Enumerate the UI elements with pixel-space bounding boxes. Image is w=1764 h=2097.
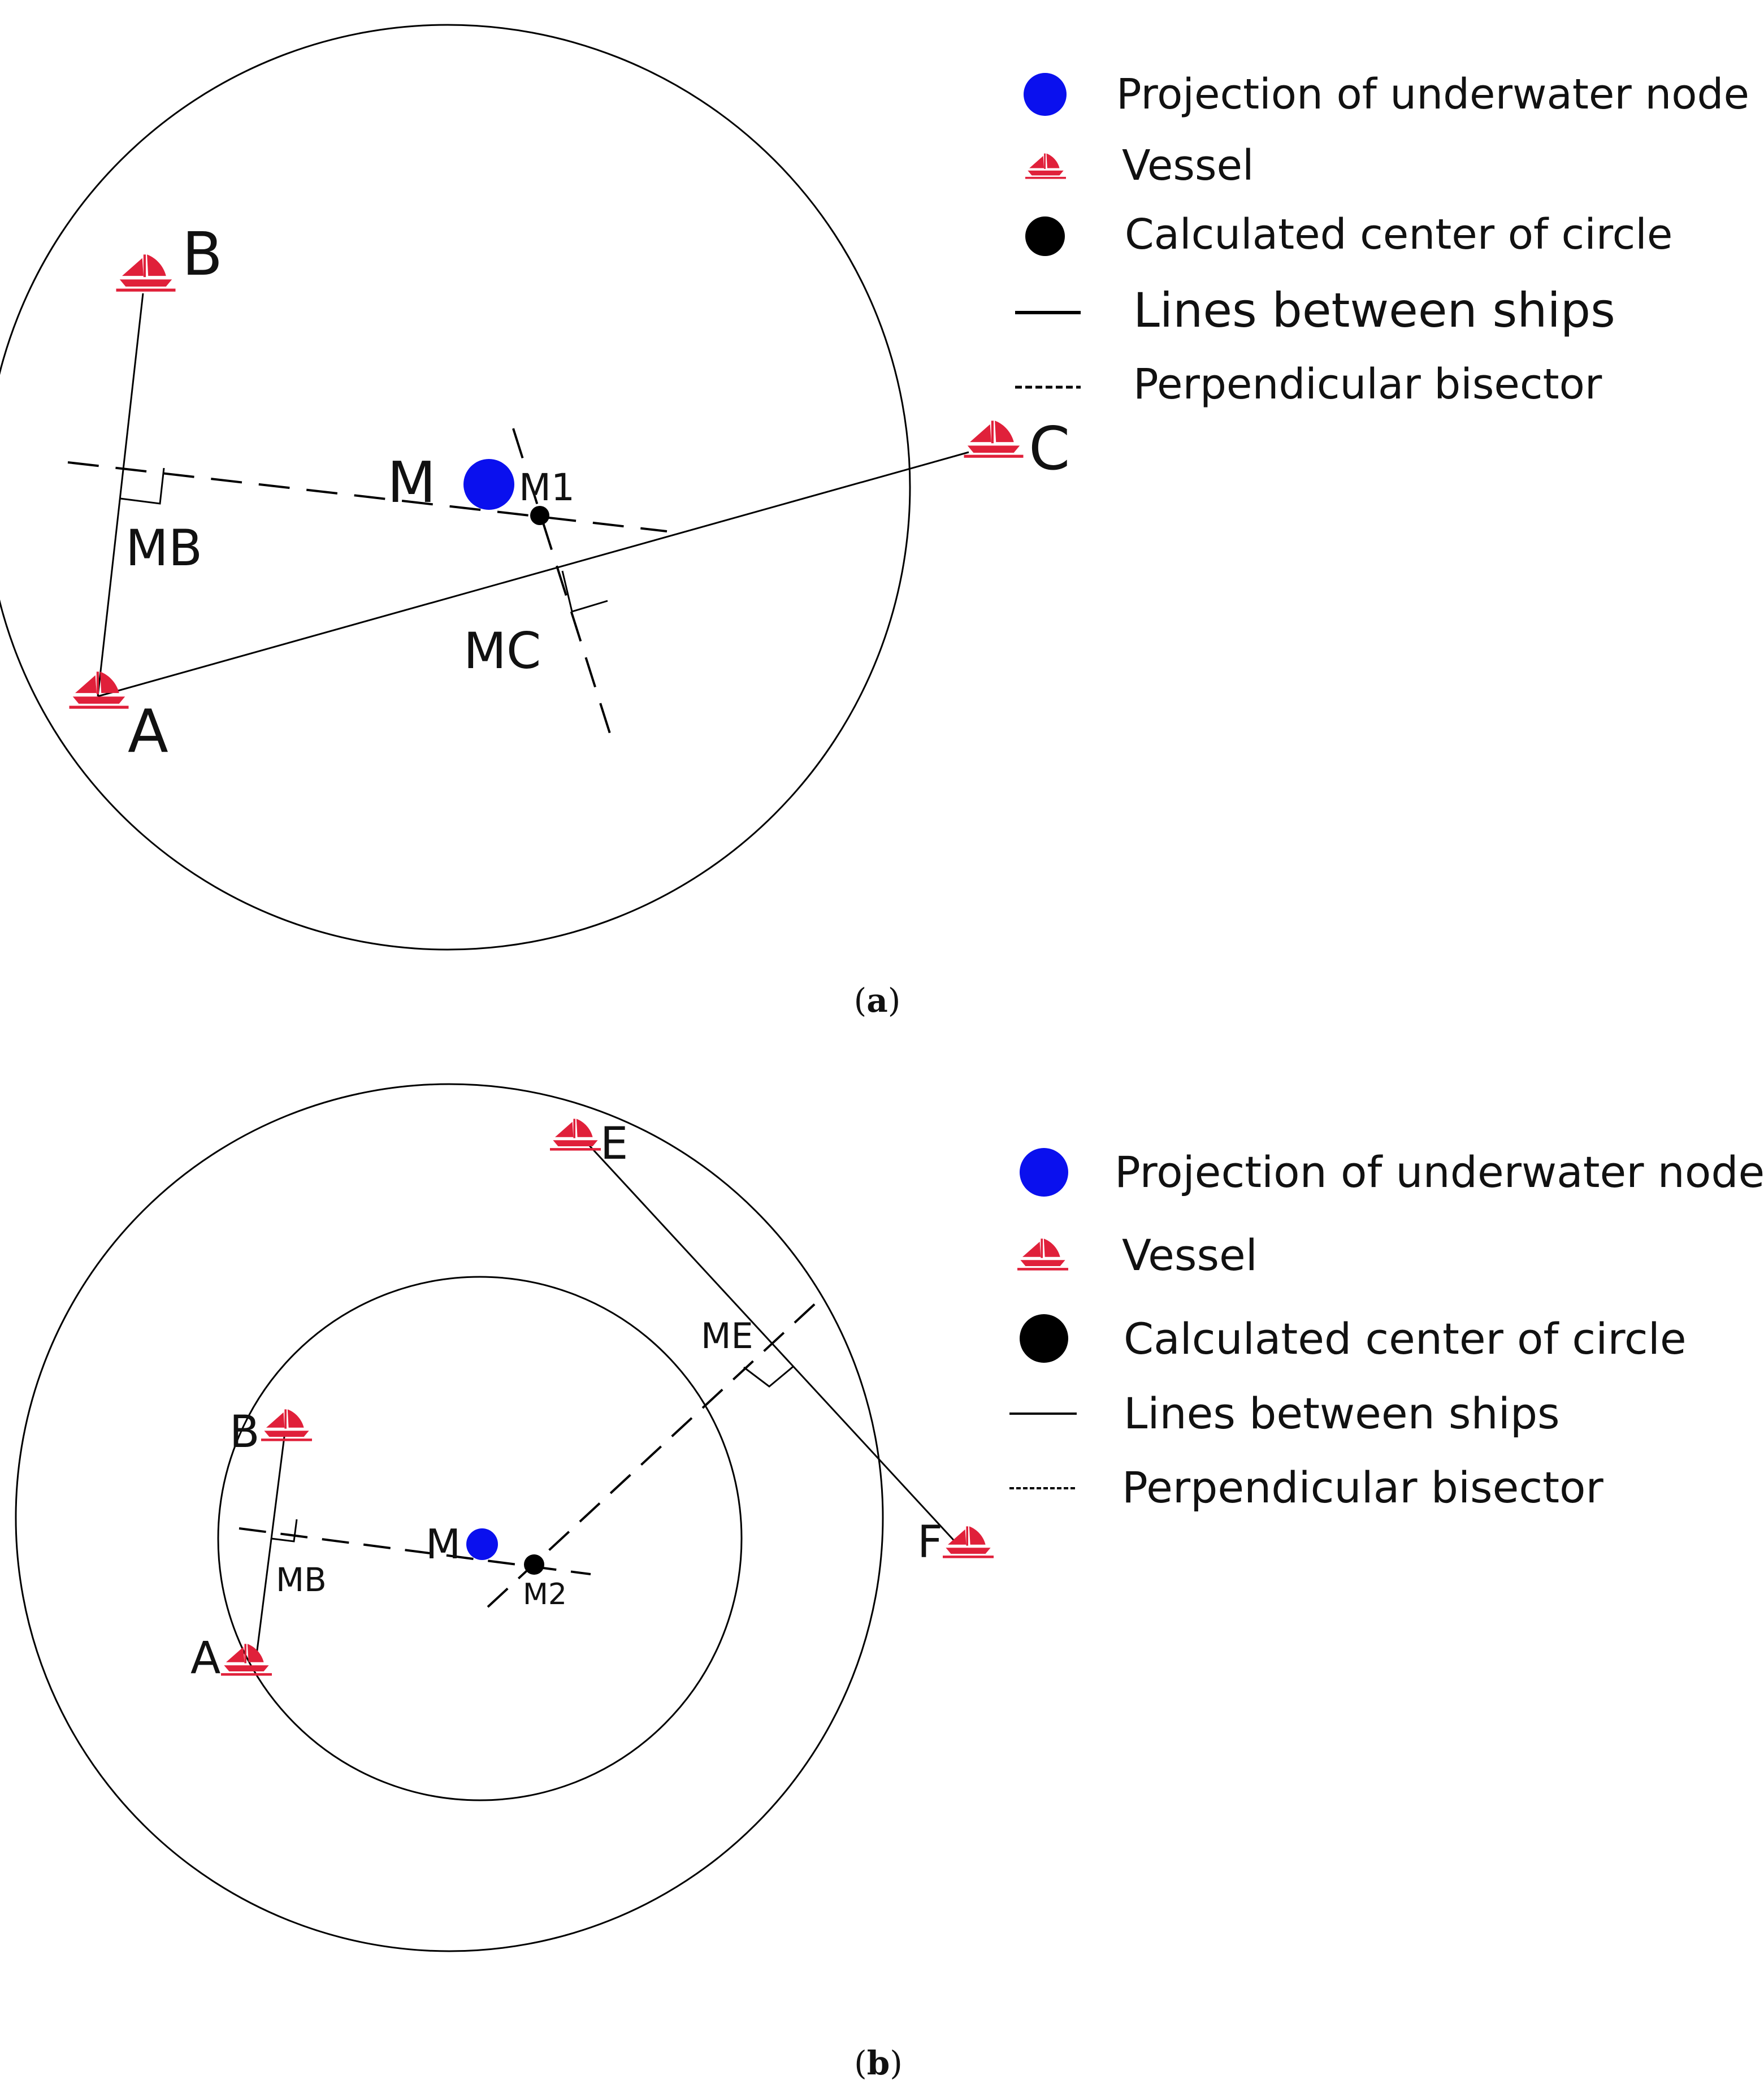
right-angle-me: [743, 1366, 794, 1388]
legend-item-vessel: Vessel: [1122, 1230, 1258, 1280]
legend-vessel-icon: [1017, 1238, 1068, 1269]
label-m: M: [387, 449, 436, 515]
vessel-icon-f: [943, 1526, 994, 1557]
panel-b: A B E F M M2 MB ME Projection of underwa…: [15, 1083, 1764, 2082]
line-a-b: [255, 1432, 286, 1660]
bisector-mc: [512, 428, 613, 741]
bisector-mb: [67, 461, 668, 532]
underwater-node-projection: [466, 1528, 498, 1560]
panel-a: A B C M M1 MB MC Projection of underwate…: [0, 24, 1749, 1020]
legend-item-lines: Lines between ships: [1133, 283, 1615, 338]
label-a: A: [128, 697, 168, 766]
label-f: F: [917, 1517, 943, 1568]
legend-center-icon: [1020, 1314, 1068, 1363]
legend-item-center: Calculated center of circle: [1124, 1314, 1687, 1364]
line-a-b: [97, 293, 144, 697]
calculated-center-m2: [524, 1554, 544, 1575]
caption-b: (b): [854, 2044, 903, 2082]
label-m2: M2: [523, 1578, 567, 1611]
bisector-me: [487, 1293, 826, 1608]
legend-item-center: Calculated center of circle: [1125, 210, 1672, 259]
calculated-center-m1: [530, 506, 549, 525]
underwater-node-projection: [463, 459, 514, 510]
legend-vessel-icon: [1024, 152, 1067, 179]
right-angle-mc: [561, 570, 608, 613]
label-me: ME: [701, 1315, 753, 1357]
legend-node-icon: [1020, 1148, 1068, 1197]
outer-circle-b: [15, 1083, 884, 1952]
label-c: C: [1029, 414, 1070, 483]
legend-node-icon: [1024, 73, 1067, 116]
legend-b: Projection of underwater node Vessel Cal…: [1009, 1147, 1764, 1513]
label-a: A: [190, 1633, 220, 1684]
legend-center-icon: [1025, 216, 1065, 256]
label-b: B: [229, 1407, 260, 1458]
label-m: M: [426, 1520, 461, 1568]
label-mc: MC: [463, 622, 541, 680]
legend-item-vessel: Vessel: [1122, 141, 1254, 190]
label-b: B: [182, 220, 223, 289]
legend-item-node: Projection of underwater node: [1116, 70, 1749, 119]
right-angle-mb: [271, 1519, 298, 1543]
circle-a: [0, 24, 911, 951]
right-angle-mb: [120, 467, 165, 505]
legend-item-bisector: Perpendicular bisector: [1133, 360, 1602, 409]
vessel-icon-e: [550, 1119, 601, 1149]
label-e: E: [600, 1119, 628, 1169]
vessel-icon-b: [261, 1409, 312, 1440]
legend-a: Projection of underwater node Vessel Cal…: [1015, 70, 1749, 409]
vessel-icon-a: [221, 1644, 272, 1674]
line-e-f: [588, 1145, 958, 1545]
vessel-icon-b: [116, 254, 176, 290]
label-mb: MB: [125, 519, 202, 577]
label-mb: MB: [276, 1561, 327, 1599]
line-a-c: [97, 451, 969, 697]
label-m1: M1: [519, 466, 575, 509]
inner-circle-b: [217, 1276, 743, 1801]
legend-item-bisector: Perpendicular bisector: [1122, 1462, 1603, 1513]
vessel-icon-c: [964, 421, 1024, 456]
legend-item-node: Projection of underwater node: [1115, 1147, 1764, 1197]
legend-item-lines: Lines between ships: [1124, 1388, 1560, 1439]
caption-a: (a): [854, 981, 901, 1020]
